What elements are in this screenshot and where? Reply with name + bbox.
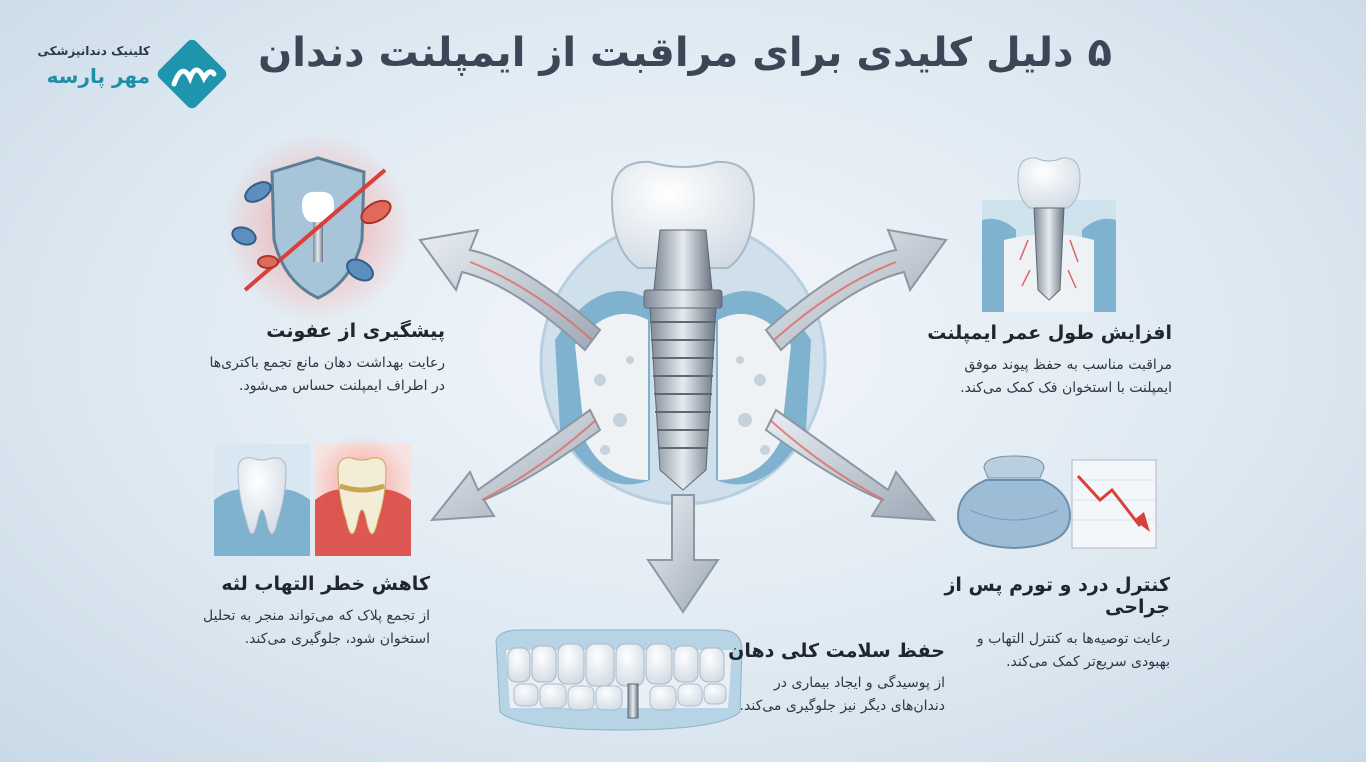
mp-logo-icon bbox=[157, 39, 227, 109]
reason-infection-line2: در اطراف ایمپلنت حساس می‌شود. bbox=[239, 378, 445, 394]
reason-infection: پیشگیری از عفونت رعایت بهداشت دهان مانع … bbox=[185, 320, 445, 398]
reason-lifespan-line2: ایمپلنت با استخوان فک کمک می‌کند. bbox=[960, 380, 1172, 396]
page-title: ۵ دلیل کلیدی برای مراقبت از ایمپلنت دندا… bbox=[258, 30, 1112, 76]
logo-text: کلینیک دندانپزشکی مهر پارسه bbox=[22, 44, 150, 88]
arrow-red-accents bbox=[469, 261, 897, 501]
dental-arch-icon bbox=[495, 629, 743, 731]
clinic-logo: کلینیک دندانپزشکی مهر پارسه bbox=[22, 34, 242, 124]
reason-gum: کاهش خطر التهاب لثه از تجمع پلاک که می‌ت… bbox=[160, 573, 430, 651]
reason-infection-title: پیشگیری از عفونت bbox=[266, 320, 445, 342]
implant-in-bone-icon bbox=[982, 157, 1116, 312]
reason-gum-line1: از تجمع پلاک که می‌تواند منجر به تحلیل bbox=[203, 608, 430, 624]
ice-pack-trend-icon bbox=[956, 455, 1157, 550]
reason-oral-line1: از پوسیدگی و ایجاد بیماری در bbox=[774, 675, 945, 691]
clinic-label: کلینیک دندانپزشکی bbox=[37, 44, 150, 58]
arrows bbox=[418, 228, 948, 614]
reason-pain-line1: رعایت توصیه‌ها به کنترل التهاب و bbox=[976, 631, 1170, 647]
reason-oral: حفظ سلامت کلی دهان از پوسیدگی و ایجاد بی… bbox=[695, 640, 945, 718]
reason-gum-title: کاهش خطر التهاب لثه bbox=[221, 573, 430, 595]
reason-oral-title: حفظ سلامت کلی دهان bbox=[728, 640, 945, 662]
reason-lifespan-line1: مراقبت مناسب به حفظ پیوند موفق bbox=[964, 357, 1172, 373]
reason-pain-line2: بهبودی سریع‌تر کمک می‌کند. bbox=[1006, 654, 1170, 670]
reason-pain-title: کنترل درد و تورم پس از جراحی bbox=[944, 574, 1170, 618]
reason-pain: کنترل درد و تورم پس از جراحی رعایت توصیه… bbox=[890, 574, 1170, 674]
reason-gum-line2: استخوان شود، جلوگیری می‌کند. bbox=[244, 631, 430, 647]
shield-bacteria-icon bbox=[223, 133, 413, 323]
reason-infection-line1: رعایت بهداشت دهان مانع تجمع باکتری‌ها bbox=[209, 355, 445, 371]
implant-crown bbox=[610, 160, 756, 491]
clinic-name: مهر پارسه bbox=[46, 64, 150, 88]
reason-lifespan: افزایش طول عمر ایمپلنت مراقبت مناسب به ح… bbox=[912, 322, 1172, 400]
healthy-vs-inflamed-tooth-icon bbox=[214, 434, 412, 556]
reason-oral-line2: دندان‌های دیگر نیز جلوگیری می‌کند. bbox=[739, 698, 945, 714]
reason-lifespan-title: افزایش طول عمر ایمپلنت bbox=[927, 322, 1172, 344]
